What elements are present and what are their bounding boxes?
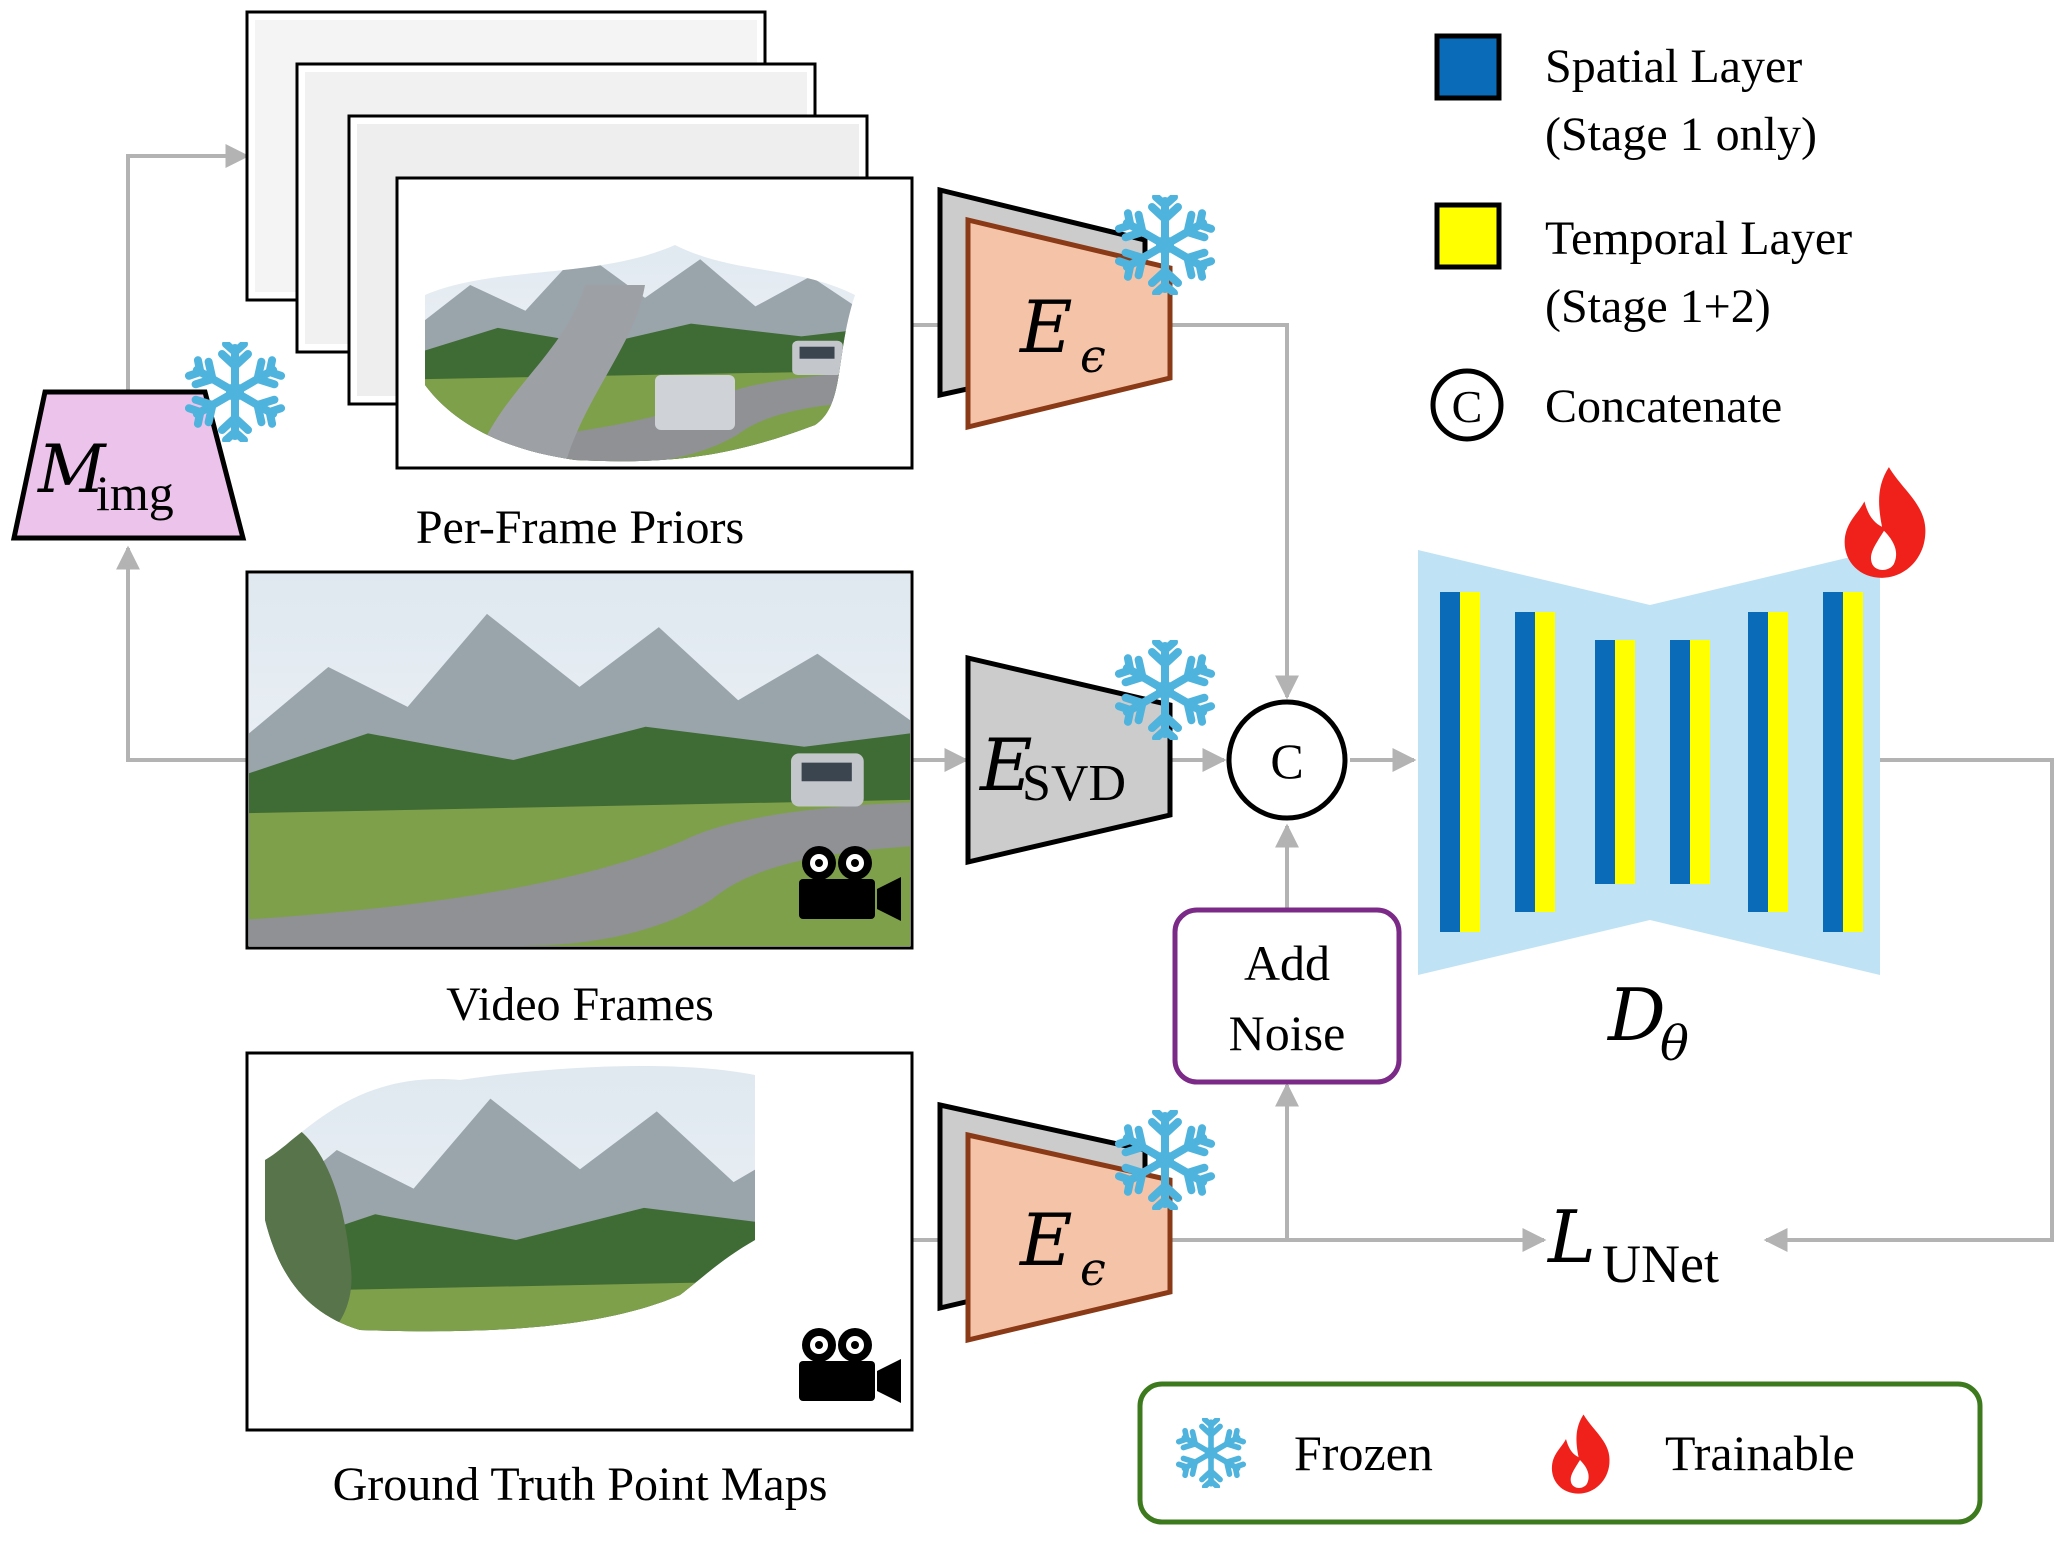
loss-unet: L UNet <box>1546 1195 1719 1294</box>
legend-trainable-label: Trainable <box>1665 1425 1855 1481</box>
video-frames-label: Video Frames <box>446 978 714 1031</box>
ground-truth-frame <box>245 1051 914 1432</box>
per-frame-priors-stack <box>245 10 914 470</box>
enc-top-subscript: ϵ <box>1080 329 1106 383</box>
legend-spatial-line2: (Stage 1 only) <box>1545 108 1817 161</box>
enc-bottom-subscript: ϵ <box>1080 1242 1106 1296</box>
arrow-unet-to-loss <box>1763 758 2054 1252</box>
enc-top-symbol: E <box>1018 285 1073 369</box>
arrow-video-to-mimg <box>116 545 247 762</box>
concat-node: C <box>1226 699 1348 821</box>
connectors <box>116 144 2054 1252</box>
loss-subscript: UNet <box>1602 1234 1719 1294</box>
legend-temporal-line1: Temporal Layer <box>1545 212 1852 265</box>
frozen-trainable-legend: Frozen Trainable <box>1137 1381 1983 1525</box>
concat-symbol: C <box>1270 733 1303 789</box>
enc-svd-symbol: E <box>978 723 1033 807</box>
encoder-eps-bottom: E ϵ <box>937 1101 1213 1344</box>
add-noise-line2: Noise <box>1229 1005 1346 1061</box>
m-img-symbol: M <box>37 431 107 508</box>
legend-concat-symbol: C <box>1452 381 1483 432</box>
video-frame <box>245 570 914 950</box>
encoder-svd: E SVD <box>965 642 1213 866</box>
enc-bottom-symbol: E <box>1018 1198 1073 1282</box>
unet-layers <box>1440 592 1863 932</box>
prior-image <box>425 245 855 462</box>
ground-truth-label: Ground Truth Point Maps <box>333 1458 828 1511</box>
legend-frozen-label: Frozen <box>1294 1425 1433 1481</box>
arrow-encoder-to-concat <box>1170 323 1299 700</box>
loss-symbol: L <box>1546 1195 1596 1279</box>
d-theta-subscript: θ <box>1660 1016 1689 1072</box>
d-theta-symbol: D <box>1606 973 1666 1057</box>
flame-icon <box>1844 467 1926 578</box>
legend-concat-label: Concatenate <box>1545 380 1782 433</box>
legend-temporal-line2: (Stage 1+2) <box>1545 280 1771 333</box>
arrow-mimg-to-priors <box>126 144 250 392</box>
unet-d-theta: D θ <box>1418 467 1926 1072</box>
snowflake-icon <box>1117 642 1213 738</box>
add-noise-line1: Add <box>1244 935 1330 991</box>
layer-legend: Spatial Layer (Stage 1 only) Temporal La… <box>1430 33 1852 442</box>
m-img-subscript: img <box>96 465 174 521</box>
enc-svd-subscript: SVD <box>1022 755 1126 812</box>
per-frame-priors-label: Per-Frame Priors <box>416 501 744 554</box>
m-img-module: M img <box>10 344 283 541</box>
legend-spatial-line1: Spatial Layer <box>1545 40 1802 93</box>
add-noise-box: Add Noise <box>1172 907 1402 1085</box>
encoder-eps-top: E ϵ <box>937 186 1213 431</box>
